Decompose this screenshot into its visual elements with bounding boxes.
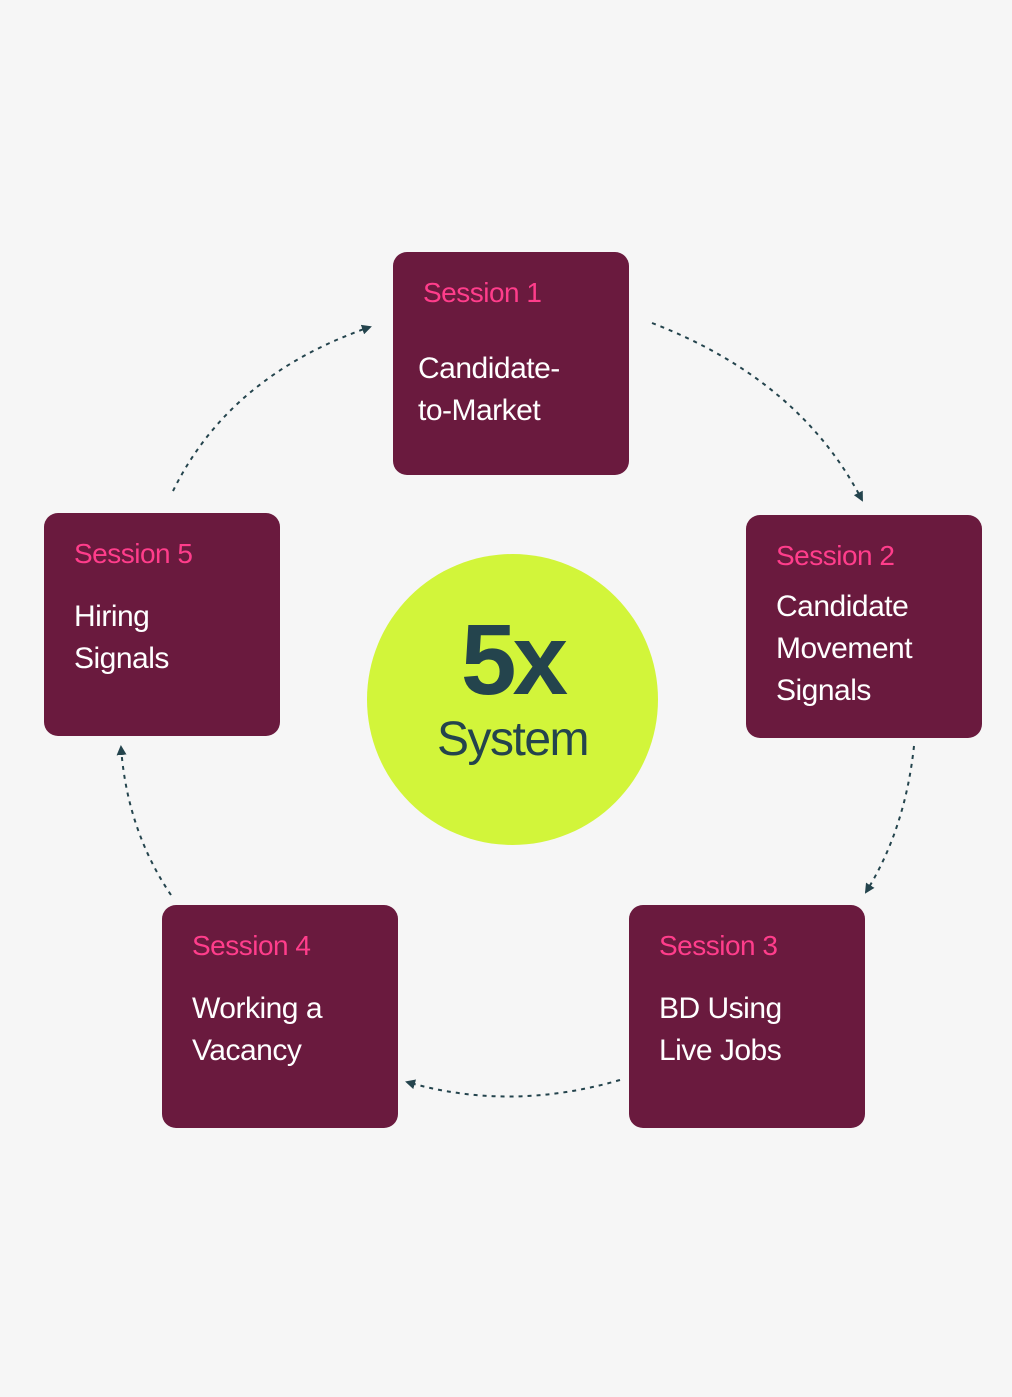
arrow-session1-to-session2 bbox=[651, 322, 863, 502]
center-number: 5x bbox=[460, 604, 568, 716]
session-title: Hiring Signals bbox=[74, 600, 169, 675]
session-card-3: Session 3 BD Using Live Jobs bbox=[629, 905, 865, 1128]
session-title: Candidate- to-Market bbox=[418, 352, 560, 427]
session-card-2: Session 2 Candidate Movement Signals bbox=[746, 515, 982, 738]
session-card-4: Session 4 Working a Vacancy bbox=[162, 905, 398, 1128]
arrow-session2-to-session3 bbox=[864, 745, 915, 894]
session-title: Candidate Movement Signals bbox=[776, 590, 913, 707]
session-title: Working a Vacancy bbox=[192, 992, 323, 1067]
session-card-5: Session 5 Hiring Signals bbox=[44, 513, 280, 736]
session-label: Session 1 bbox=[423, 277, 542, 308]
center-label: System bbox=[436, 713, 590, 766]
arrow-session5-to-session1 bbox=[172, 324, 372, 492]
session-title: BD Using Live Jobs bbox=[659, 992, 782, 1067]
arrow-session4-to-session5 bbox=[116, 745, 172, 896]
arrow-session3-to-session4 bbox=[405, 1079, 621, 1098]
center-circle: 5x System bbox=[367, 554, 658, 845]
session-label: Session 2 bbox=[776, 540, 895, 571]
session-label: Session 5 bbox=[74, 538, 193, 569]
session-label: Session 4 bbox=[192, 930, 311, 961]
session-card-1: Session 1 Candidate- to-Market bbox=[393, 252, 629, 475]
session-label: Session 3 bbox=[659, 930, 778, 961]
